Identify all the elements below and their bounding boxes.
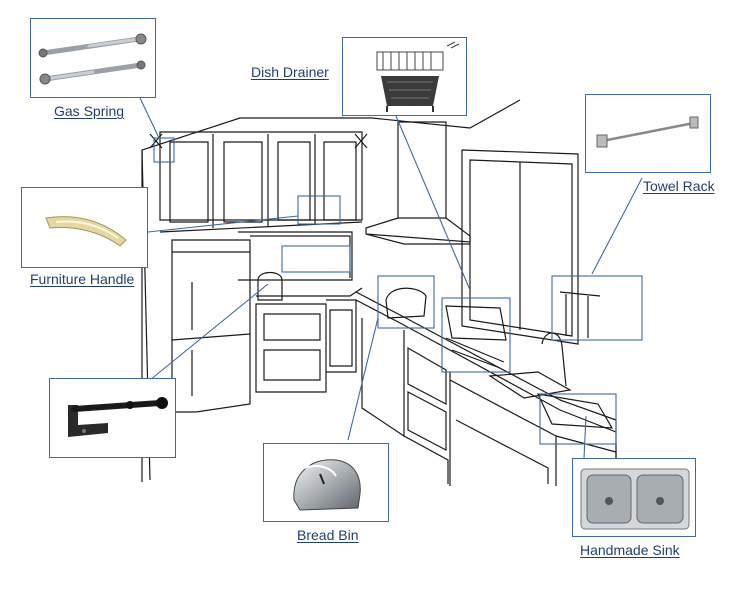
towel-rack-callout[interactable] bbox=[585, 94, 711, 173]
towel-rack-label[interactable]: Towel Rack bbox=[643, 178, 715, 194]
gas-spring-label[interactable]: Gas Spring bbox=[54, 103, 125, 119]
handmade-sink-label[interactable]: Handmade Sink bbox=[580, 542, 680, 558]
furniture-handle-callout[interactable] bbox=[21, 187, 148, 268]
handmade-sink-callout[interactable] bbox=[572, 458, 696, 537]
dish-drainer-callout[interactable] bbox=[342, 37, 467, 116]
bread-bin-icon bbox=[293, 459, 361, 511]
doorstop-icon bbox=[68, 397, 168, 437]
sink-icon bbox=[580, 468, 690, 530]
dish-drainer-icon bbox=[376, 41, 460, 112]
furniture-handle-label[interactable]: Furniture Handle bbox=[30, 271, 135, 287]
dish-drainer-label[interactable]: Dish Drainer bbox=[251, 64, 329, 80]
furniture-handle-icon bbox=[45, 216, 127, 247]
gas-spring-icon bbox=[38, 33, 147, 85]
towel-rack-icon bbox=[596, 116, 699, 148]
bread-bin-label[interactable]: Bread Bin bbox=[297, 527, 359, 543]
gas-spring-callout[interactable] bbox=[30, 18, 156, 98]
doorstop-callout[interactable] bbox=[49, 378, 176, 458]
bread-bin-callout[interactable] bbox=[263, 443, 389, 522]
